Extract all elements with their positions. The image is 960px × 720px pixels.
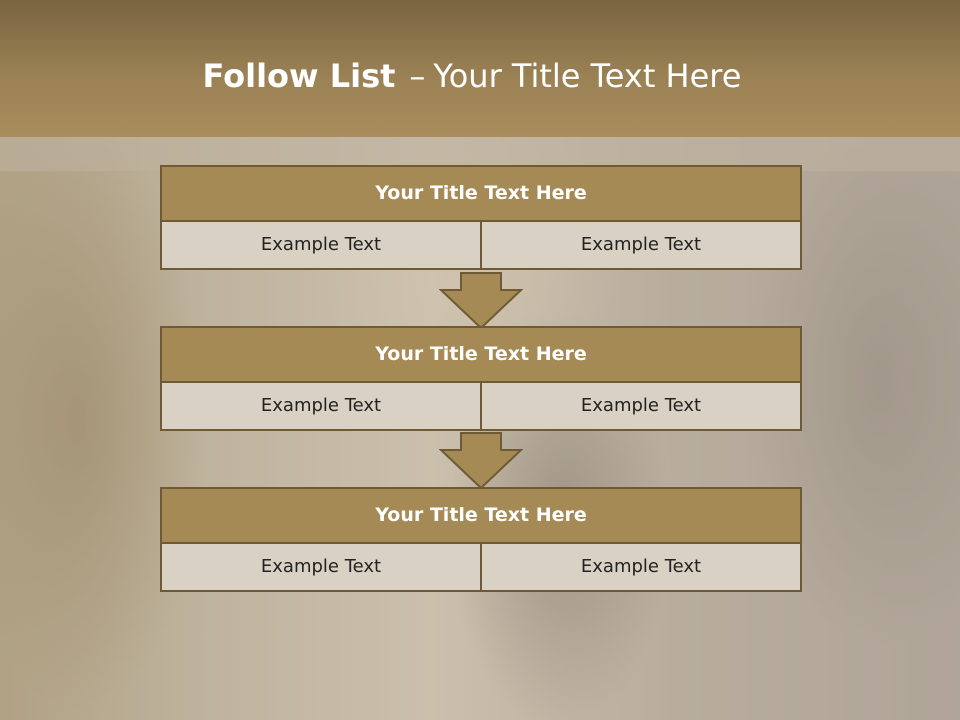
slide-title: Follow List–Your Title Text Here bbox=[0, 54, 944, 98]
down-arrow-icon bbox=[439, 272, 523, 330]
list-block-3: Your Title Text Here Example Text Exampl… bbox=[160, 487, 802, 592]
block-title: Your Title Text Here bbox=[160, 487, 802, 544]
slide-title-bold: Follow List bbox=[202, 57, 396, 95]
down-arrow-icon bbox=[439, 432, 523, 490]
list-block-2: Your Title Text Here Example Text Exampl… bbox=[160, 326, 802, 431]
block-title: Your Title Text Here bbox=[160, 165, 802, 222]
block-row: Example Text Example Text bbox=[160, 220, 802, 270]
block-row: Example Text Example Text bbox=[160, 381, 802, 431]
block-title: Your Title Text Here bbox=[160, 326, 802, 383]
block-cell-left: Example Text bbox=[160, 542, 482, 592]
block-cell-left: Example Text bbox=[160, 220, 482, 270]
slide-title-dash: – bbox=[409, 57, 426, 95]
list-block-1: Your Title Text Here Example Text Exampl… bbox=[160, 165, 802, 270]
block-cell-right: Example Text bbox=[480, 381, 802, 431]
block-row: Example Text Example Text bbox=[160, 542, 802, 592]
title-bar: Follow List–Your Title Text Here bbox=[0, 0, 960, 137]
block-cell-right: Example Text bbox=[480, 220, 802, 270]
block-cell-left: Example Text bbox=[160, 381, 482, 431]
block-cell-right: Example Text bbox=[480, 542, 802, 592]
slide-title-rest: Your Title Text Here bbox=[433, 57, 742, 95]
